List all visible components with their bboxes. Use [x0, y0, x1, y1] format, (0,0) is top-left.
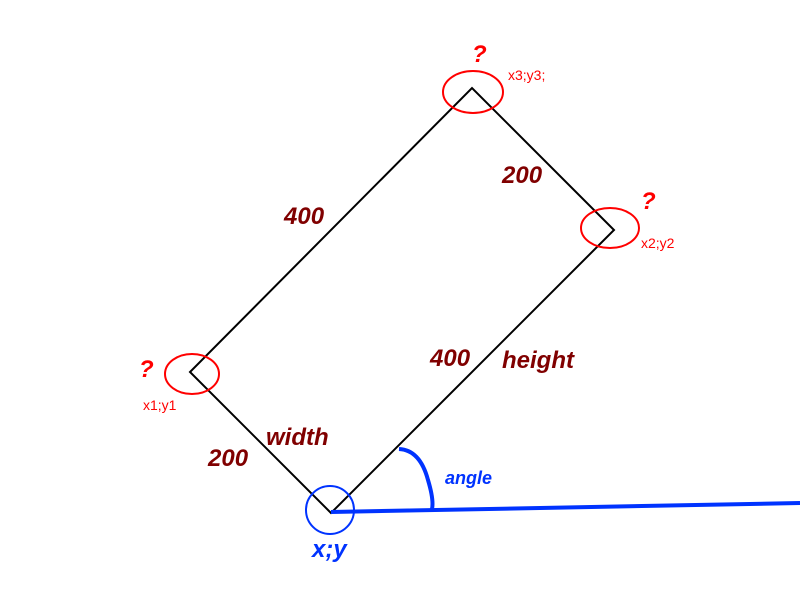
- corner-marker-x3y3: [442, 70, 504, 114]
- angle-arc: [398, 447, 435, 510]
- origin-label: x;y: [310, 536, 348, 563]
- width-label: width: [266, 424, 329, 451]
- right-side-length: 400: [429, 345, 471, 372]
- top-side-length: 200: [501, 162, 543, 189]
- baseline: [330, 501, 800, 514]
- corner-3-coord: x3;y3;: [508, 67, 545, 83]
- height-label: height: [502, 347, 575, 374]
- rectangle: [188, 86, 616, 515]
- corner-marker-x2y2: [580, 207, 640, 249]
- corner-1-coord: x1;y1: [143, 397, 177, 413]
- corner-2-question: ?: [641, 188, 656, 215]
- angle-label: angle: [445, 468, 492, 488]
- corner-1-question: ?: [139, 356, 154, 383]
- bottom-side-length: 200: [207, 445, 249, 472]
- left-side-length: 400: [283, 203, 325, 230]
- corner-marker-x1y1: [164, 353, 220, 395]
- corner-2-coord: x2;y2: [641, 235, 675, 251]
- corner-3-question: ?: [472, 41, 487, 68]
